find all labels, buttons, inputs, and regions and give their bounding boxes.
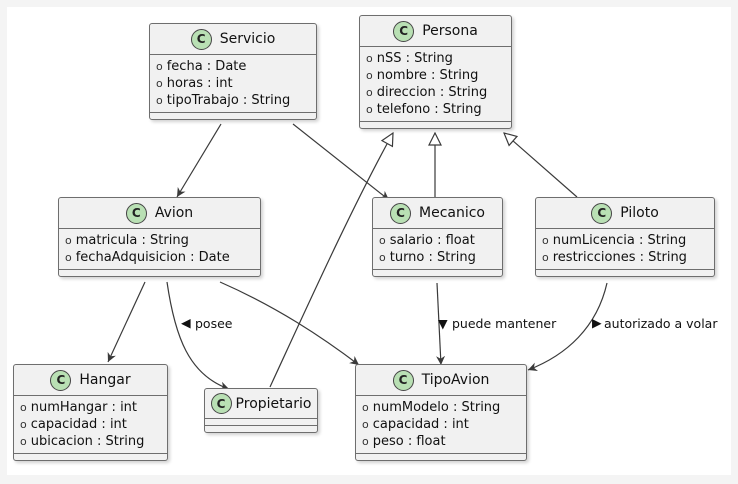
- class-persona-methods: [360, 122, 511, 128]
- class-persona-name: Persona: [422, 23, 478, 39]
- class-persona-header: C Persona: [360, 16, 511, 47]
- class-piloto-methods: [536, 270, 714, 276]
- label-posee: posee: [195, 316, 233, 331]
- label-marker-autorizado-a-volar: ▶: [592, 315, 602, 330]
- class-piloto-header: C Piloto: [536, 198, 714, 229]
- class-c-icon: C: [591, 202, 613, 224]
- edge-avion-propietario: [166, 281, 230, 391]
- class-piloto-name: Piloto: [620, 205, 659, 221]
- class-servicio-methods: [150, 113, 316, 119]
- class-mecanico-methods: [373, 270, 502, 276]
- class-propietario-methods: [205, 426, 317, 432]
- class-hangar-header: C Hangar: [14, 365, 167, 396]
- class-propietario-header: C Propietario: [205, 389, 317, 419]
- label-autorizado-a-volar: autorizado a volar: [604, 316, 718, 331]
- class-propietario-name: Propietario: [235, 395, 312, 412]
- edge-avion-tipoavion: [219, 281, 360, 366]
- edge-servicio-mecanico: [292, 123, 390, 201]
- class-avion-name: Avion: [154, 205, 194, 221]
- class-c-icon: C: [390, 202, 411, 224]
- class-servicio-header: C Servicio: [150, 24, 316, 55]
- class-c-icon: C: [190, 28, 212, 50]
- edge-avion-hangar: [107, 281, 146, 363]
- class-c-icon: C: [393, 20, 415, 42]
- class-mecanico-header: C Mecanico: [373, 198, 502, 229]
- class-hangar-methods: [14, 454, 167, 460]
- class-c-icon: C: [50, 369, 72, 391]
- class-avion-methods: [59, 270, 260, 276]
- edge-piloto-persona: [504, 133, 578, 198]
- class-c-icon: C: [392, 369, 414, 391]
- label-puede-mantener: puede mantener: [452, 316, 557, 331]
- class-diagram-canvas: ◀ posee ▼ puede mantener ▶ autorizado a …: [7, 7, 731, 475]
- relations-layer: ◀ posee ▼ puede mantener ▶ autorizado a …: [107, 123, 718, 391]
- class-servicio-name: Servicio: [219, 31, 276, 47]
- label-marker-puede-mantener: ▼: [438, 316, 448, 331]
- class-mecanico-name: Mecanico: [419, 205, 485, 221]
- label-marker-posee: ◀: [181, 315, 191, 330]
- edge-mecanico-tipoavion: [436, 282, 446, 366]
- class-tipoavion-name: TipoAvion: [421, 372, 490, 388]
- class-c-icon: C: [125, 202, 147, 224]
- class-hangar-name: Hangar: [79, 372, 131, 388]
- class-propietario-attributes: [205, 419, 317, 426]
- edge-servicio-avion: [176, 123, 222, 198]
- class-propietario[interactable]: C Propietario: [204, 388, 318, 433]
- class-tipoavion-methods: [356, 454, 526, 460]
- class-avion-header: C Avion: [59, 198, 260, 229]
- edge-piloto-tipoavion: [527, 282, 608, 371]
- class-tipoavion-header: C TipoAvion: [356, 365, 526, 396]
- edge-propietario-persona: [269, 133, 393, 388]
- class-c-icon: C: [210, 393, 232, 414]
